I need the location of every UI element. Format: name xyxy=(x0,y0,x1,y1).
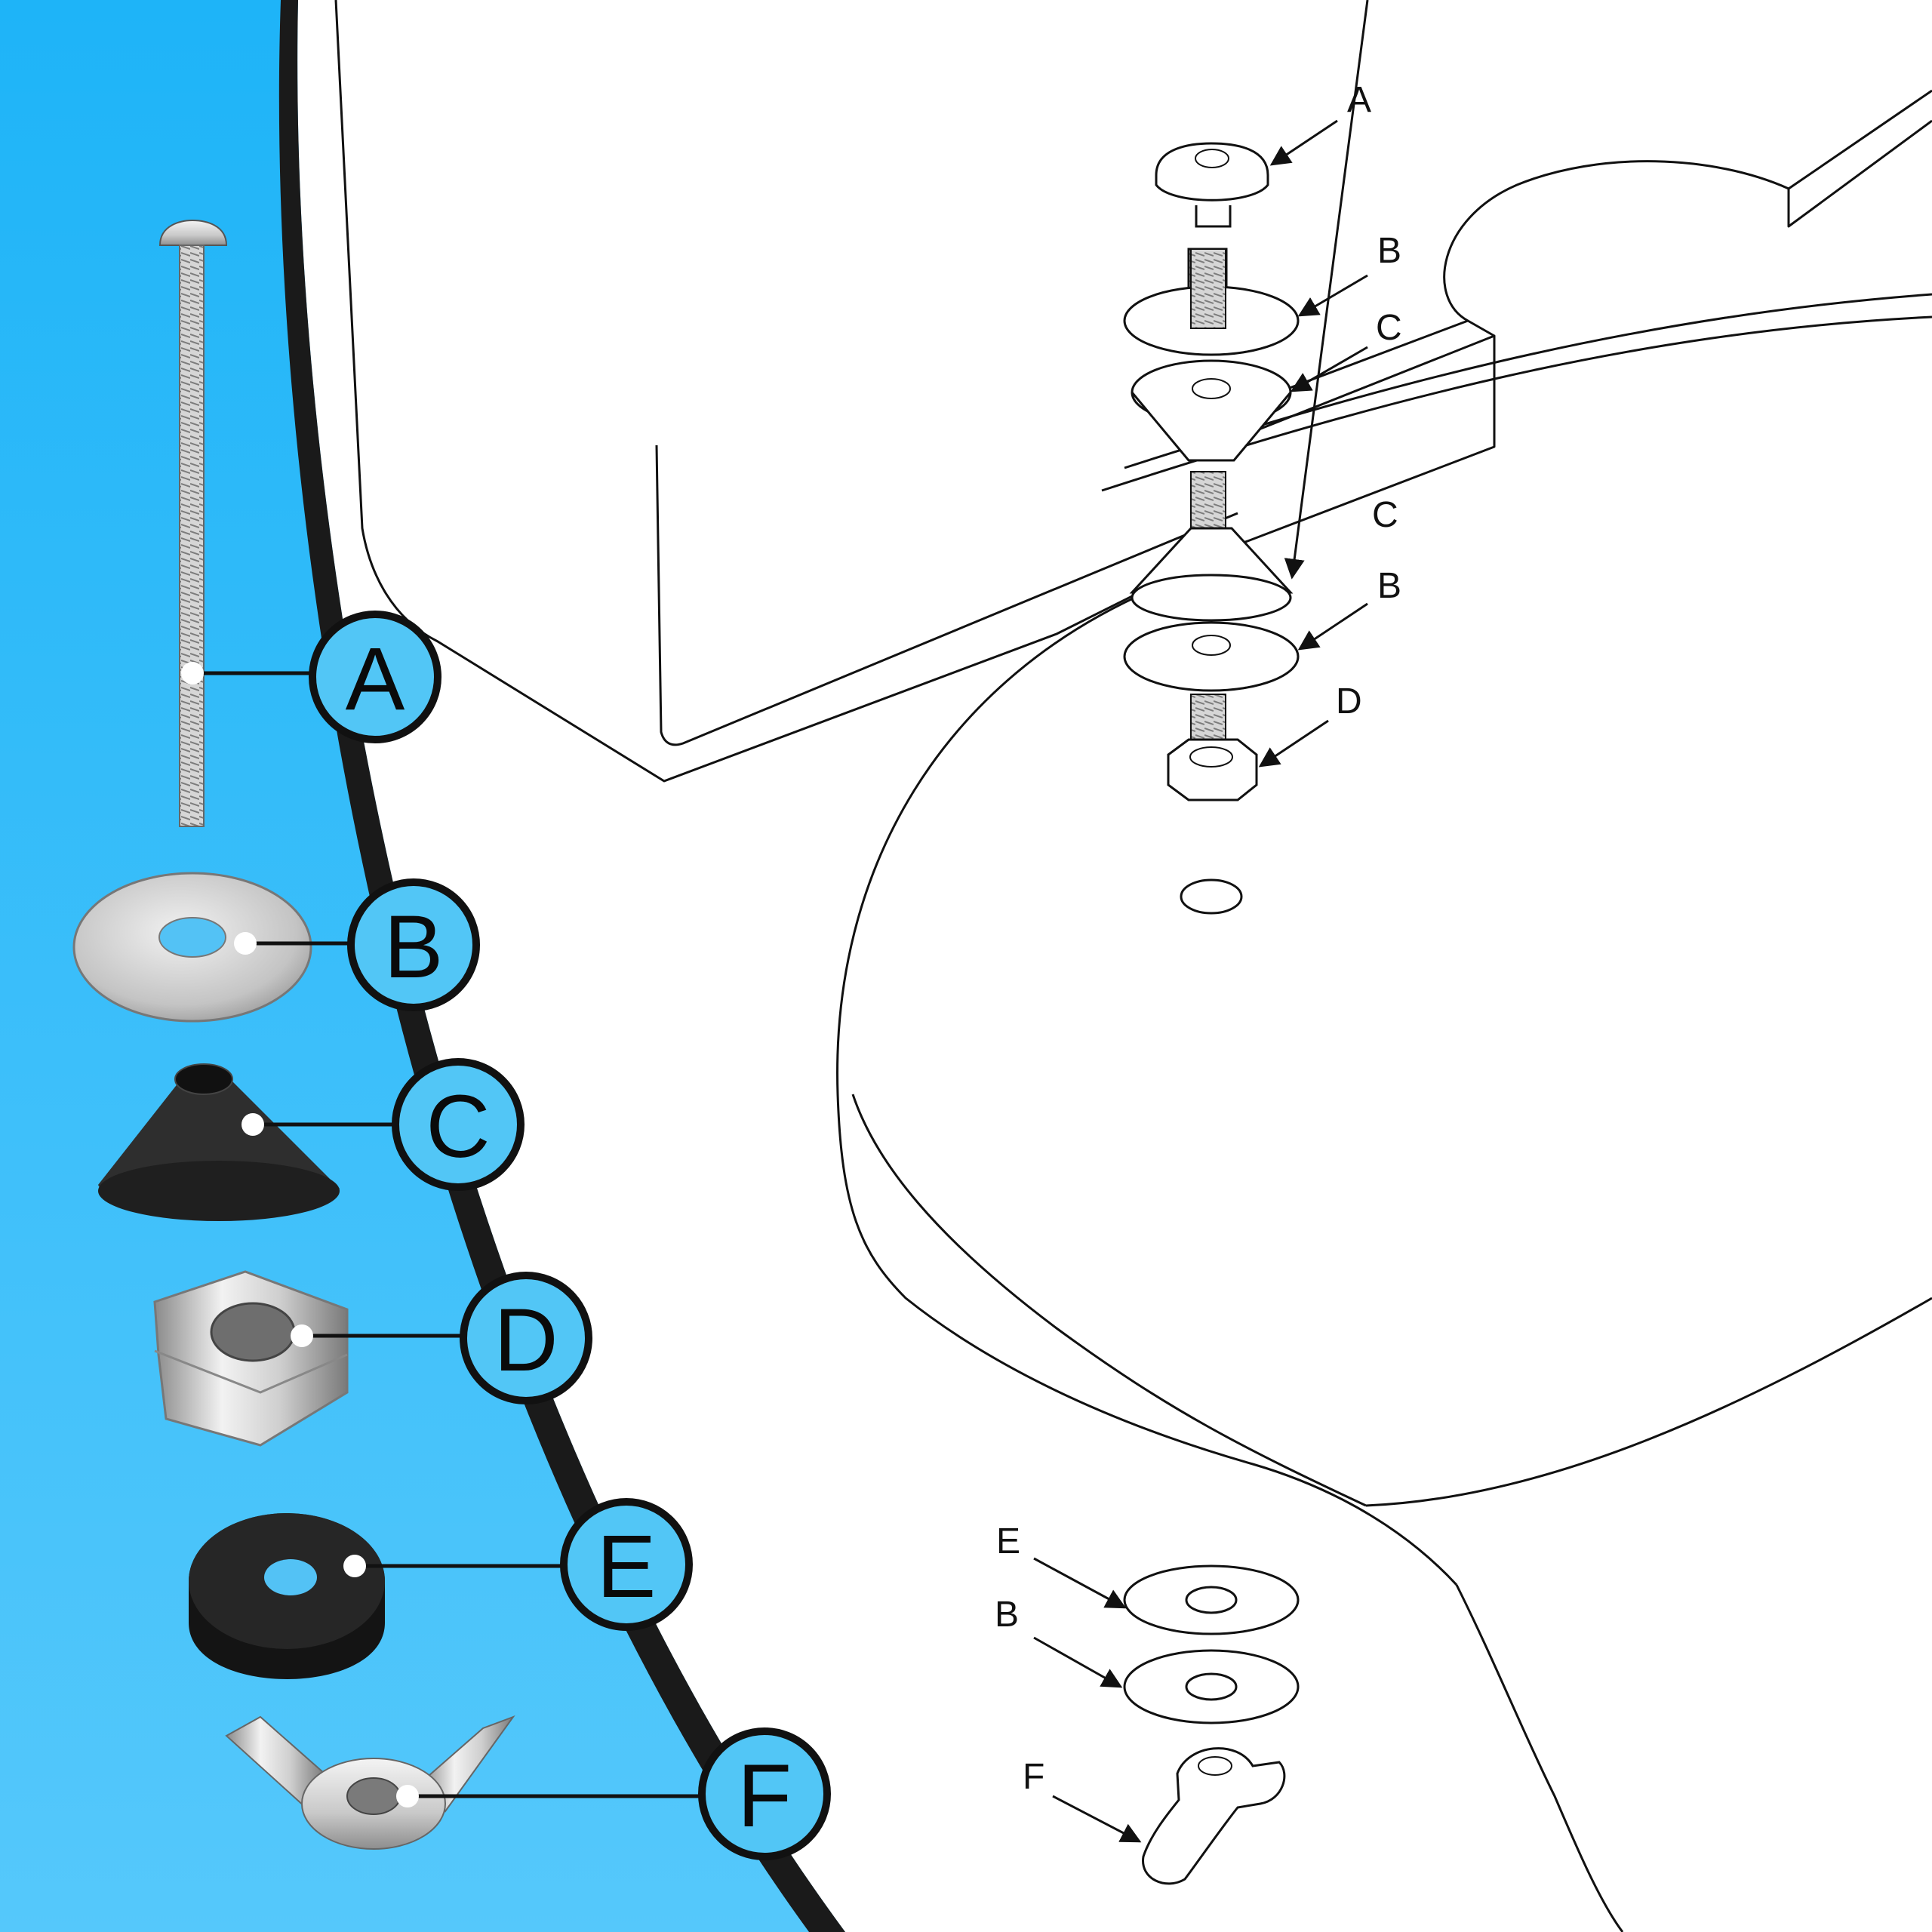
legend-panel xyxy=(0,0,845,1932)
hex-nut-icon xyxy=(153,1270,349,1447)
bowl-seat xyxy=(851,1094,1367,1507)
callout-arrows xyxy=(1033,0,1369,1843)
legend-callouts xyxy=(192,671,702,1798)
legend-letter-a: A xyxy=(346,629,405,729)
legend-badge-e: E xyxy=(560,1498,693,1631)
callout-upper-c1: C xyxy=(1376,308,1402,348)
legend-letter-e: E xyxy=(597,1517,657,1617)
callout-upper-b2: B xyxy=(1377,566,1401,606)
callout-labels: A B C C B D E B F xyxy=(995,80,1402,1797)
tank-front xyxy=(655,445,1238,746)
callout-upper-c2: C xyxy=(1372,495,1398,535)
callout-lower-f: F xyxy=(1023,1757,1044,1797)
legend-badge-b: B xyxy=(347,878,480,1011)
callout-upper-a: A xyxy=(1347,80,1371,120)
legend-badge-d: D xyxy=(460,1272,592,1404)
rubber-washer-icon xyxy=(189,1513,385,1679)
upper-stack xyxy=(1123,142,1300,801)
bolt-hole xyxy=(1180,878,1243,915)
legend-letter-d: D xyxy=(494,1291,558,1390)
legend-letter-c: C xyxy=(426,1077,490,1177)
legend-badge-f: F xyxy=(698,1727,831,1860)
flat-washer-icon xyxy=(72,872,312,1023)
legend-letter-f: F xyxy=(737,1746,792,1846)
legend-badge-c: C xyxy=(392,1058,525,1191)
callout-lower-b: B xyxy=(995,1595,1019,1635)
lid-rear xyxy=(1443,119,1932,337)
seat-edge xyxy=(1365,1297,1932,1507)
callout-lower-e: E xyxy=(996,1521,1020,1561)
long-bolt-icon xyxy=(158,219,228,827)
legend-dots xyxy=(181,662,419,1807)
bowl-side xyxy=(1455,1584,1624,1932)
callout-upper-d: D xyxy=(1336,681,1362,721)
cone-washer-icon xyxy=(98,1063,340,1221)
legend-letter-b: B xyxy=(384,897,444,997)
bowl-rim xyxy=(836,587,1458,1586)
tank-outline xyxy=(334,0,1238,783)
legend-badge-a: A xyxy=(309,611,441,743)
lower-stack xyxy=(1123,1564,1300,1885)
callout-upper-b1: B xyxy=(1377,231,1401,271)
wing-nut-icon xyxy=(225,1715,515,1850)
